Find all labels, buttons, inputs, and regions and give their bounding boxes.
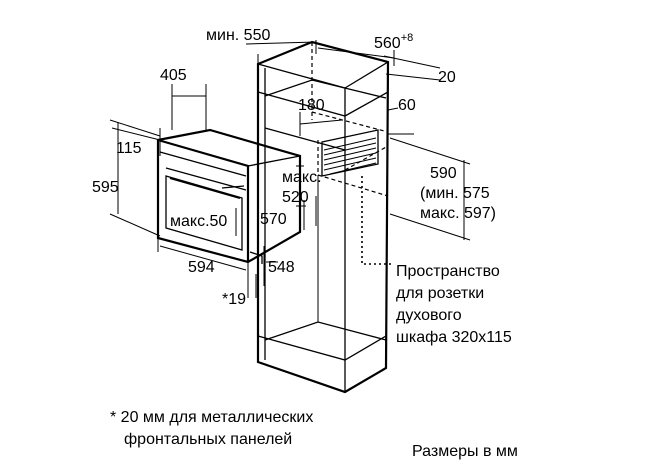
dim-20: 20 (438, 69, 456, 86)
dim-min-575: (мин. 575 (420, 185, 490, 202)
socket-space (321, 129, 392, 265)
dim-548: 548 (268, 259, 295, 276)
cabinet (256, 40, 390, 394)
socket-note-line-3: духового (396, 307, 462, 324)
dim-570: 570 (260, 211, 287, 228)
dim-min-550: мин. 550 (206, 27, 270, 44)
socket-note-line-2: для розетки (396, 285, 484, 302)
socket-note-line-4: шкафа 320x115 (396, 329, 512, 346)
dim-595: 595 (92, 179, 119, 196)
dim-560-superscript: +8 (401, 32, 414, 44)
socket-note: Пространство для розетки духового шкафа … (396, 263, 512, 346)
units-note: Размеры в мм (412, 443, 518, 460)
dim-405: 405 (160, 67, 187, 84)
dim-594: 594 (188, 259, 215, 276)
footnote-line-2: фронтальных панелей (124, 431, 292, 448)
socket-note-line-1: Пространство (396, 263, 500, 280)
footnote: * 20 мм для металлических фронтальных па… (110, 409, 313, 448)
dim-max-50: макс.50 (170, 213, 227, 230)
dim-520: 520 (282, 189, 309, 206)
oven (156, 128, 302, 264)
dimension-labels: мин. 550 560+8 20 405 180 60 115 595 мак… (92, 27, 496, 308)
footnote-line-1: * 20 мм для металлических (110, 409, 313, 426)
dim-60: 60 (398, 97, 416, 114)
dim-560: 560+8 (374, 32, 413, 52)
dim-star-19: *19 (222, 291, 246, 308)
dim-max-597: макс. 597) (420, 205, 496, 222)
dim-590: 590 (430, 165, 457, 182)
dim-115: 115 (116, 140, 142, 157)
dim-max-label: макс. (282, 169, 322, 186)
dim-180: 180 (298, 97, 325, 114)
dimension-lines (109, 40, 471, 298)
